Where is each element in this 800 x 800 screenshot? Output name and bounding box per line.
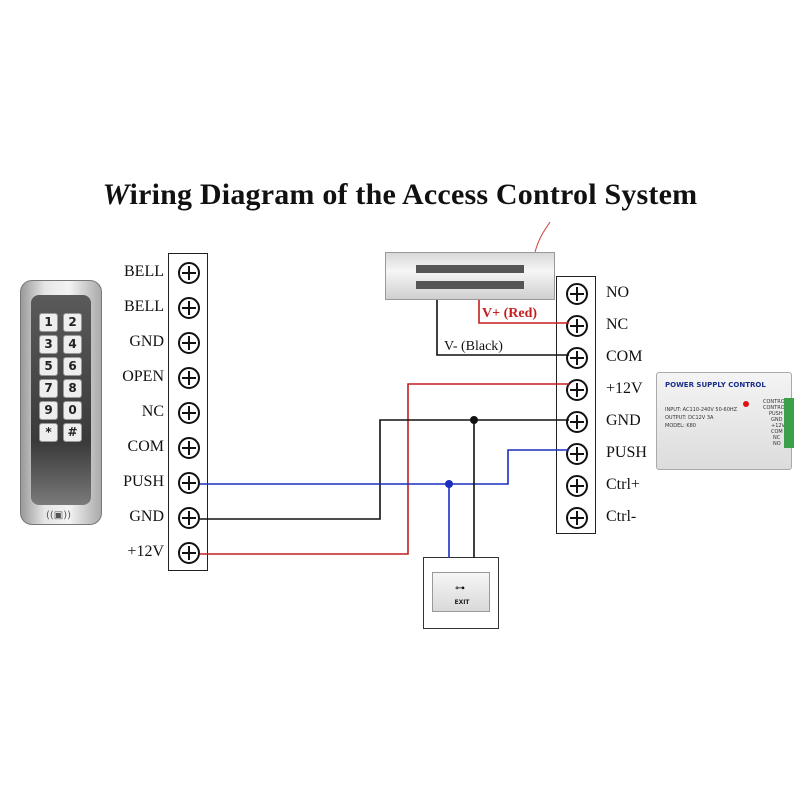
lock-leads <box>534 221 551 253</box>
keypad-key: 0 <box>63 401 82 420</box>
reader-terminal-label: OPEN <box>122 368 164 385</box>
psu-term-2: PUSH <box>769 411 783 417</box>
psu-term-7: NO <box>773 441 781 447</box>
controller-terminal-block <box>556 276 596 534</box>
psu-term-3: GND <box>771 417 783 423</box>
keypad-key: 8 <box>63 379 82 398</box>
junction-gnd <box>470 416 478 424</box>
psu-term-6: NC <box>773 435 781 441</box>
controller-terminal-label: PUSH <box>606 444 647 461</box>
terminal-screw-icon <box>178 367 200 389</box>
terminal-screw-icon <box>566 379 588 401</box>
terminal-screw-icon <box>178 437 200 459</box>
reader-terminal-label: NC <box>141 403 164 420</box>
controller-terminal-label: GND <box>606 412 641 429</box>
diagram-title: Wiring Diagram of the Access Control Sys… <box>102 178 698 211</box>
keypad-key: 7 <box>39 379 58 398</box>
terminal-screw-icon <box>178 472 200 494</box>
psu-output: OUTPUT: DC12V 3A <box>665 415 714 421</box>
controller-terminal-label: COM <box>606 348 643 365</box>
keypad-key: 1 <box>39 313 58 332</box>
reader-terminal-label: BELL <box>124 298 164 315</box>
terminal-screw-icon <box>178 332 200 354</box>
terminal-screw-icon <box>178 262 200 284</box>
wire-push-blue <box>200 449 569 485</box>
psu-term-0: CONTROL- <box>763 399 790 405</box>
wire-lock-red <box>478 300 569 324</box>
terminal-screw-icon <box>566 283 588 305</box>
exit-label: EXIT <box>454 599 470 606</box>
keypad-key: 4 <box>63 335 82 354</box>
wire-label-black: V- (Black) <box>444 339 503 354</box>
reader-terminal-label: +12V <box>127 543 164 560</box>
keypad-key: * <box>39 423 58 442</box>
reader-terminal-block <box>168 253 208 571</box>
power-supply: POWER SUPPLY CONTROL INPUT: AC110-240V 5… <box>656 372 792 470</box>
reader-terminal-label: COM <box>127 438 164 455</box>
keypad-key: 3 <box>39 335 58 354</box>
controller-terminal-label: +12V <box>606 380 643 397</box>
terminal-screw-icon <box>566 411 588 433</box>
controller-terminal-label: NO <box>606 284 630 301</box>
key-icon: ⊶ <box>455 583 465 594</box>
terminal-screw-icon <box>566 347 588 369</box>
controller-terminal-label: Ctrl- <box>606 508 637 525</box>
reader-terminal-label: GND <box>129 508 164 525</box>
terminal-screw-icon <box>178 542 200 564</box>
reader-terminal-label: PUSH <box>123 473 164 490</box>
wire-label-red: V+ (Red) <box>482 306 538 321</box>
terminal-screw-icon <box>178 507 200 529</box>
reader-terminal-label: BELL <box>124 263 164 280</box>
psu-title: POWER SUPPLY CONTROL <box>665 381 766 389</box>
terminal-screw-icon <box>566 443 588 465</box>
keypad-key: 6 <box>63 357 82 376</box>
terminal-screw-icon <box>566 475 588 497</box>
power-led-icon <box>743 401 749 407</box>
keypad-key: 9 <box>39 401 58 420</box>
exit-button: ⊶ EXIT <box>423 557 499 629</box>
rfid-icon: ((▣)) <box>46 510 72 521</box>
controller-terminal-label: Ctrl+ <box>606 476 640 493</box>
wire-lock-black <box>436 300 569 356</box>
magnetic-lock <box>385 252 555 300</box>
terminal-screw-icon <box>566 507 588 529</box>
controller-terminal-label: NC <box>606 316 629 333</box>
psu-term-1: CONTROL+ <box>763 405 792 411</box>
keypad-key: 5 <box>39 357 58 376</box>
psu-terminal-strip <box>784 398 794 448</box>
keypad-key: # <box>63 423 82 442</box>
reader-terminal-label: GND <box>129 333 164 350</box>
psu-model: MODEL: K80 <box>665 423 696 429</box>
terminal-screw-icon <box>566 315 588 337</box>
psu-term-4: +12V <box>771 423 785 429</box>
terminal-screw-icon <box>178 297 200 319</box>
terminal-screw-icon <box>178 402 200 424</box>
psu-input: INPUT: AC110-240V 50-60HZ <box>665 407 738 413</box>
junction-push <box>445 480 453 488</box>
wire-12v-red <box>200 383 569 555</box>
wire-gnd-black <box>200 419 569 520</box>
psu-term-5: COM <box>771 429 783 435</box>
keypad-key: 2 <box>63 313 82 332</box>
